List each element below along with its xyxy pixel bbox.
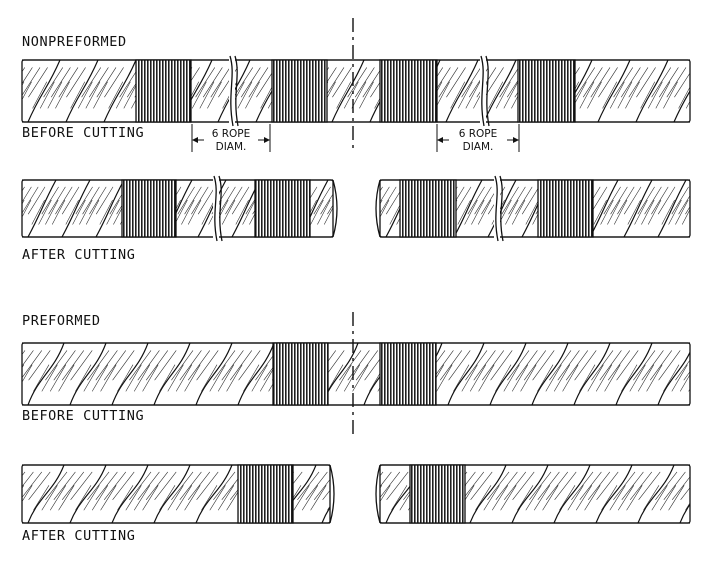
rope-strand	[27, 60, 61, 122]
rope-strand	[22, 343, 23, 345]
seizing-band	[135, 59, 192, 123]
rope-strand	[453, 180, 483, 237]
seizing-band	[537, 179, 594, 238]
rope-strand	[635, 60, 669, 122]
seizing-band	[399, 179, 457, 238]
rope-strand	[111, 343, 149, 405]
rope-strand	[237, 343, 275, 405]
rope-strand	[673, 89, 690, 122]
seizing-band	[237, 464, 294, 524]
rope-strand	[197, 180, 227, 237]
rope-strand	[700, 343, 709, 405]
dim-right-line2: DIAM.	[463, 141, 494, 153]
seizing-band	[272, 342, 329, 406]
nonpreformed-before-rope	[21, 59, 691, 123]
rope-strand	[22, 465, 23, 467]
rope-strand	[103, 60, 137, 122]
before-cutting-label-preformed: BEFORE CUTTING	[22, 408, 144, 424]
rope-strand	[321, 506, 330, 523]
rope-strand	[623, 180, 653, 237]
rope-strand	[153, 465, 191, 523]
seizing-band	[121, 179, 177, 238]
rope-strand	[153, 343, 191, 405]
rope-strand	[195, 465, 233, 523]
rope-strand	[331, 60, 365, 122]
rope-strand	[692, 180, 709, 237]
after-cutting-label-nonpreformed: AFTER CUTTING	[22, 247, 135, 263]
rope-strand	[27, 180, 57, 237]
rope-strand	[445, 60, 479, 122]
seizing-band	[379, 59, 438, 123]
rope-strand	[69, 465, 107, 523]
rope-strand	[573, 343, 611, 405]
rope-strand	[657, 350, 690, 405]
nonpreformed-heading: NONPREFORMED	[22, 34, 127, 50]
rope-strand	[679, 503, 690, 523]
rope-strand	[657, 180, 687, 237]
seizing-band	[254, 179, 311, 238]
rope-strand	[615, 343, 653, 405]
rope-strand	[511, 465, 549, 523]
preformed-after-rope-left	[21, 464, 331, 524]
seizing-band	[271, 59, 328, 123]
nonpreformed-after-rope-right	[379, 179, 709, 238]
rope-strand	[469, 465, 507, 523]
rope-strand	[334, 180, 362, 237]
rope-strand	[111, 465, 149, 523]
rope-strand	[531, 343, 569, 405]
dim-left-line1: 6 ROPE	[212, 128, 251, 140]
break-mark	[229, 55, 239, 127]
rope-strand	[553, 465, 591, 523]
rope-strand	[65, 60, 99, 122]
break-mark	[494, 175, 504, 242]
dim-left-line2: DIAM.	[216, 141, 247, 153]
before-cutting-label-nonpreformed: BEFORE CUTTING	[22, 125, 144, 141]
rope-strand	[27, 343, 65, 405]
seizing-band	[379, 342, 437, 406]
rope-strand	[487, 180, 517, 237]
dimension-left: 6 ROPE DIAM.	[191, 124, 271, 153]
preformed-before-rope	[21, 342, 709, 406]
dim-right-line1: 6 ROPE	[459, 128, 498, 140]
dimension-right: 6 ROPE DIAM.	[436, 124, 520, 153]
rope-strand	[61, 180, 91, 237]
nonpreformed-after-rope-left	[21, 179, 362, 238]
rope-strand	[380, 465, 381, 467]
rope-strand	[69, 343, 107, 405]
break-mark	[480, 55, 490, 127]
rope-strand	[95, 180, 125, 237]
rope-strand	[637, 465, 675, 523]
rope-strand	[597, 60, 631, 122]
rope-strand	[489, 343, 527, 405]
rope-strand	[22, 60, 23, 62]
rope-strand	[195, 343, 233, 405]
seizing-band	[517, 59, 576, 123]
seizing-band	[409, 464, 466, 524]
after-cutting-label-preformed: AFTER CUTTING	[22, 528, 135, 544]
break-mark	[213, 175, 223, 242]
rope-strand	[447, 343, 485, 405]
rope-strand	[22, 180, 23, 182]
preformed-heading: PREFORMED	[22, 313, 101, 329]
rope-strand	[27, 465, 65, 523]
rope-strand	[595, 465, 633, 523]
